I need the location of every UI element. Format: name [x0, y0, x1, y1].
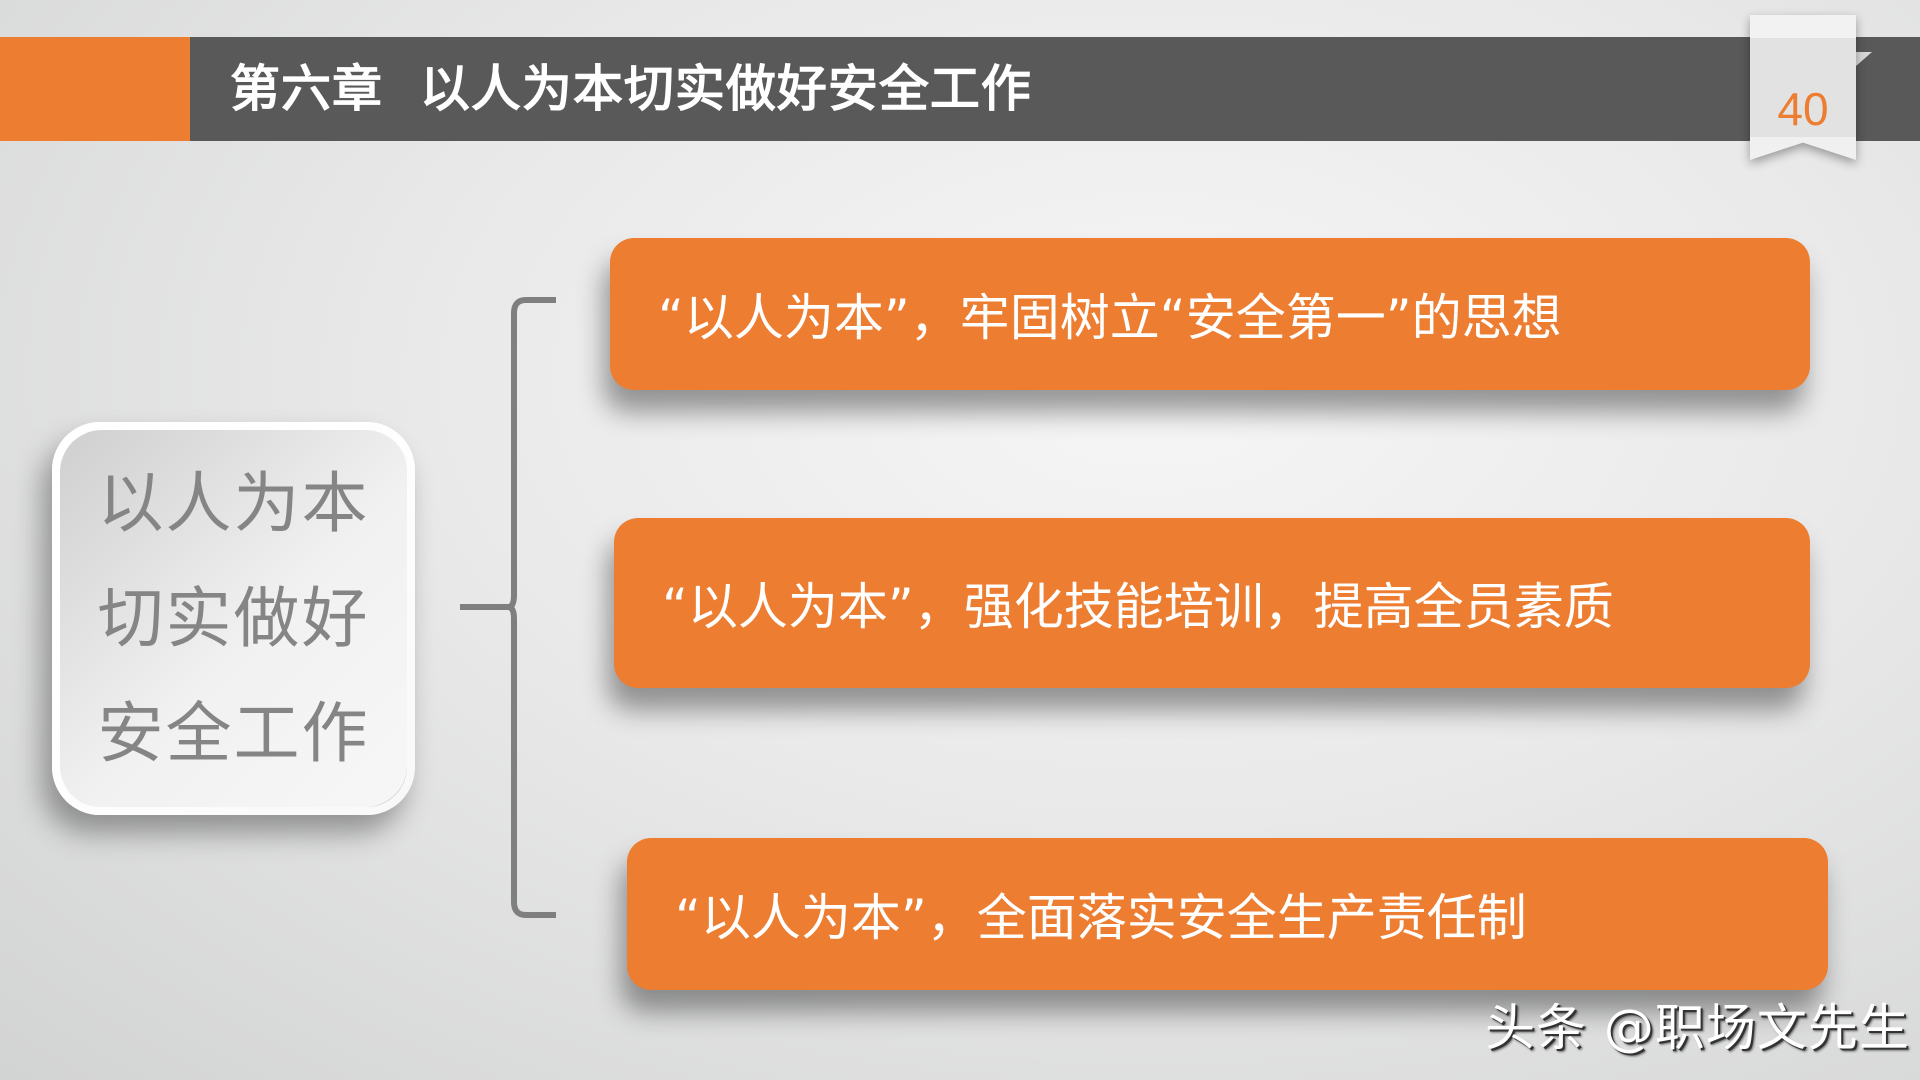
topic-card: 以人为本 切实做好 安全工作 — [52, 422, 415, 815]
point-card-1: “以人为本”，牢固树立“安全第一”的思想 — [610, 238, 1810, 390]
slide-title: 第六章 以人为本切实做好安全工作 — [230, 60, 1032, 118]
topic-line: 以人为本 — [97, 465, 370, 542]
point-text: “以人为本”，牢固树立“安全第一”的思想 — [658, 289, 1562, 347]
page-number: 40 — [1777, 83, 1829, 135]
topic-line: 切实做好 — [97, 580, 370, 657]
watermark: 头条 @职场文先生 — [1485, 999, 1910, 1057]
point-text: “以人为本”，全面落实安全生产责任制 — [675, 889, 1527, 947]
point-text: “以人为本”，强化技能培训，提高全员素质 — [662, 578, 1614, 636]
title-accent-block — [0, 37, 190, 141]
topic-line: 安全工作 — [97, 695, 370, 772]
ribbon-fold — [1856, 52, 1872, 66]
title-bar — [0, 37, 1920, 141]
page-ribbon-badge — [1750, 15, 1856, 160]
point-card-2: “以人为本”，强化技能培训，提高全员素质 — [614, 518, 1810, 688]
point-card-3: “以人为本”，全面落实安全生产责任制 — [627, 838, 1828, 990]
curly-bracket-icon — [460, 297, 556, 918]
